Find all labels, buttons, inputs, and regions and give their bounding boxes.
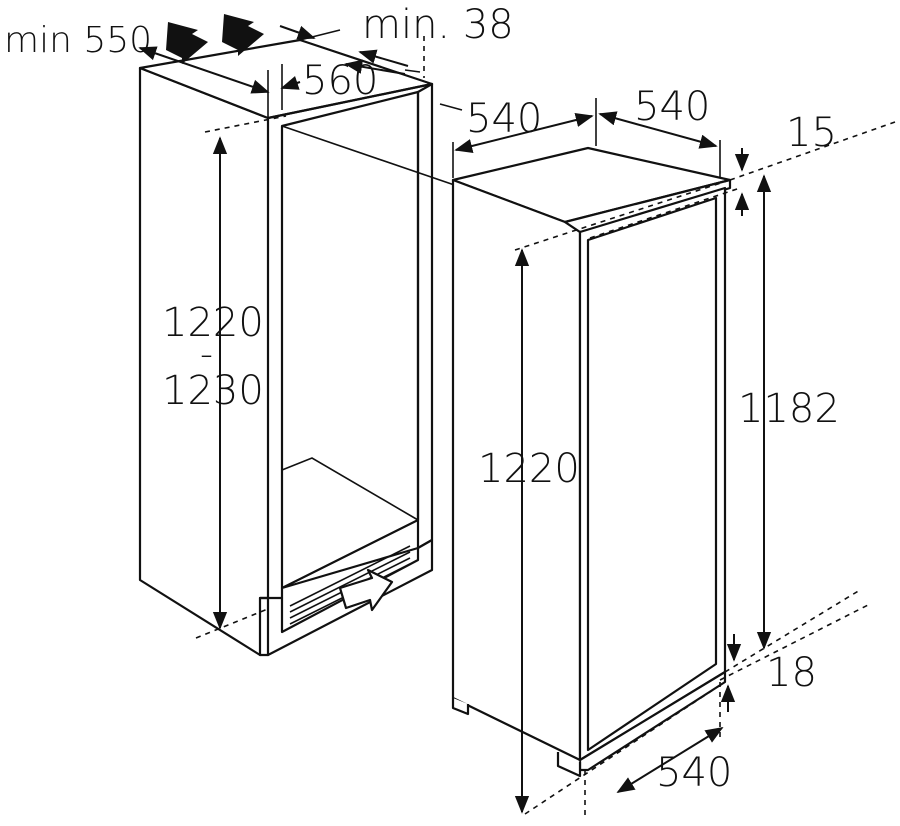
dim-560 <box>138 46 406 118</box>
label-min-38: min. 38 <box>362 2 514 48</box>
label-width-540-bottom: 540 <box>656 750 732 796</box>
label-gap-15: 15 <box>786 110 837 156</box>
dim-gap-18 <box>720 634 742 712</box>
dim-niche-height <box>195 115 287 639</box>
label-560: 560 <box>302 58 378 104</box>
label-width-540-top: 540 <box>634 84 710 130</box>
label-appliance-height-1220: 1220 <box>478 446 580 492</box>
label-depth-540: 540 <box>466 96 542 142</box>
appliance <box>451 146 732 778</box>
label-min-550: min 550 <box>4 20 152 61</box>
label-gap-18: 18 <box>766 650 817 696</box>
label-door-height-1182: 1182 <box>738 386 840 432</box>
label-niche-height-bottom: 1230 <box>162 368 264 414</box>
cabinet-niche <box>138 38 434 657</box>
airflow-inlet-arrow <box>338 568 394 612</box>
dim-appliance-bottom-width <box>616 727 724 793</box>
label-niche-height-top: 1220 <box>162 300 264 346</box>
label-niche-height-sep: - <box>200 334 213 375</box>
dim-min-38 <box>279 25 425 78</box>
dim-appliance-top <box>439 98 721 178</box>
